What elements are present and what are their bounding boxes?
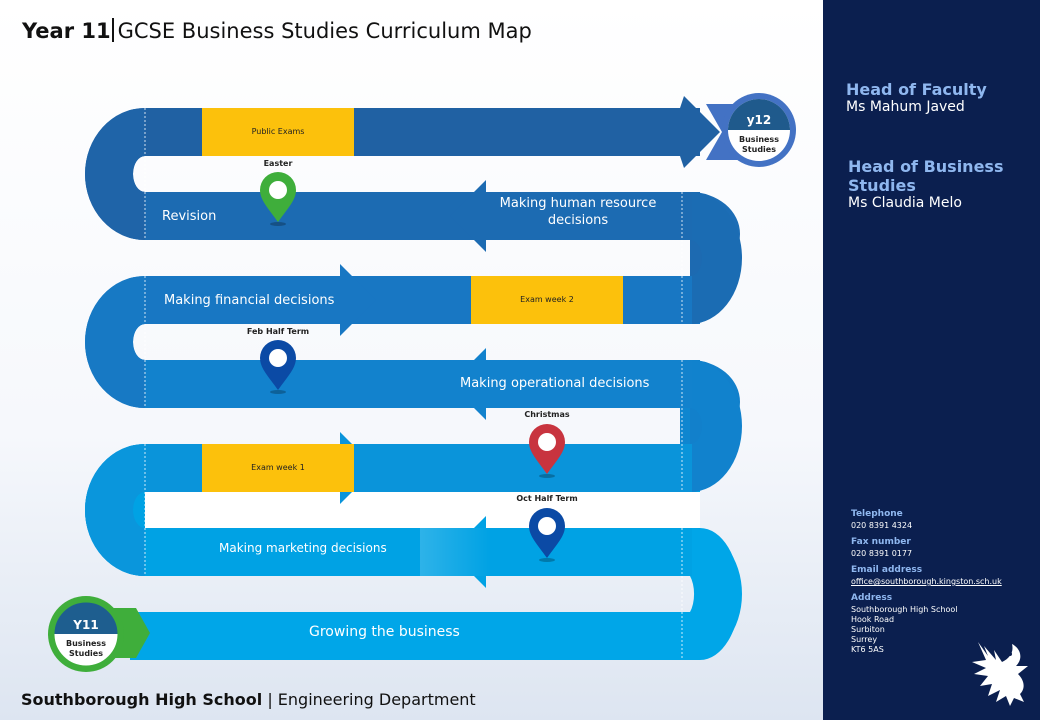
- arrow-exam1: [340, 432, 376, 504]
- head-of-business-heading-1: Head of Business: [848, 157, 1004, 176]
- band-row-2: [145, 528, 692, 576]
- segment-growing-business: Growing the business: [309, 624, 460, 640]
- curve-left-2: [85, 444, 145, 576]
- start-badge: [48, 596, 124, 672]
- head-of-faculty-name: Ms Mahum Javed: [846, 99, 965, 115]
- head-of-business: Head of Business Studies Ms Claudia Melo: [848, 157, 1003, 211]
- milestone-oct-half-term: Oct Half Term: [516, 494, 578, 503]
- head-of-business-name: Ms Claudia Melo: [848, 195, 962, 211]
- band-row-1: [130, 612, 692, 660]
- head-of-faculty: Head of Faculty Ms Mahum Javed: [846, 80, 987, 115]
- telephone-value: 020 8391 4324: [851, 521, 913, 530]
- milestone-feb-half-term: Feb Half Term: [246, 327, 310, 336]
- band-row-6: [145, 192, 692, 240]
- start-badge-code: Y11: [73, 618, 99, 632]
- pin-feb-half-term-icon: [260, 340, 296, 394]
- pin-christmas-icon: [529, 424, 565, 478]
- arrow-marketing-fade: [420, 528, 490, 576]
- curve-left-4: [85, 276, 145, 408]
- exam-block-public: [202, 108, 354, 156]
- exam-week-1-label: Exam week 1: [251, 463, 305, 472]
- address-value: Southborough High School Hook Road Surbi…: [851, 605, 958, 654]
- curve-right-3: [690, 360, 742, 492]
- exam-week-2-label: Exam week 2: [520, 295, 574, 304]
- footer-school: Southborough High School: [21, 690, 263, 709]
- seams: [144, 108, 683, 660]
- segment-financial: Making financial decisions: [164, 293, 335, 308]
- fax-label: Fax number: [851, 537, 911, 547]
- head-of-faculty-heading: Head of Faculty: [846, 80, 987, 99]
- exam-block-2: [471, 276, 623, 324]
- title-divider: [111, 18, 114, 42]
- pin-oct-half-term-icon: [529, 508, 565, 562]
- pin-easter-icon: [260, 172, 296, 226]
- segment-revision: Revision: [162, 209, 217, 224]
- band-row-4: [145, 360, 692, 408]
- end-badge-code: y12: [746, 113, 772, 127]
- exam-block-1: [202, 444, 354, 492]
- footer: Southborough High School | Engineering D…: [21, 690, 476, 709]
- title-subtitle: GCSE Business Studies Curriculum Map: [117, 19, 532, 43]
- telephone-label: Telephone: [851, 509, 903, 519]
- arrow-financial: [340, 264, 376, 336]
- end-badge: [722, 93, 796, 167]
- contact-details: Telephone 020 8391 4324 Fax number 020 8…: [851, 509, 1031, 655]
- segment-operational: Making operational decisions: [460, 376, 650, 391]
- arrow-operational: [450, 348, 500, 420]
- curve-right-5: [690, 192, 742, 324]
- arrow-hr: [450, 180, 500, 252]
- side-panel: [823, 0, 1040, 720]
- email-link[interactable]: office@southborough.kingston.sch.uk: [851, 577, 1002, 586]
- segment-human-resource: Making human resource decisions: [499, 196, 657, 228]
- curve-left-6: [85, 108, 145, 240]
- head-of-business-heading-2: Studies: [848, 176, 916, 195]
- footer-department: Engineering Department: [277, 690, 476, 709]
- griffin-crest-icon: [972, 642, 1028, 706]
- year-label: Year 11: [22, 19, 111, 43]
- email-label: Email address: [851, 565, 923, 575]
- milestone-easter: Easter: [263, 159, 293, 168]
- curve-right-1: [690, 528, 742, 660]
- public-exams-label: Public Exams: [251, 127, 305, 136]
- fax-value: 020 8391 0177: [851, 549, 913, 558]
- arrow-end: [660, 96, 720, 168]
- curriculum-road: [48, 93, 796, 672]
- address-label: Address: [851, 593, 893, 603]
- milestone-christmas: Christmas: [524, 410, 570, 419]
- segment-marketing: Making marketing decisions: [219, 541, 387, 555]
